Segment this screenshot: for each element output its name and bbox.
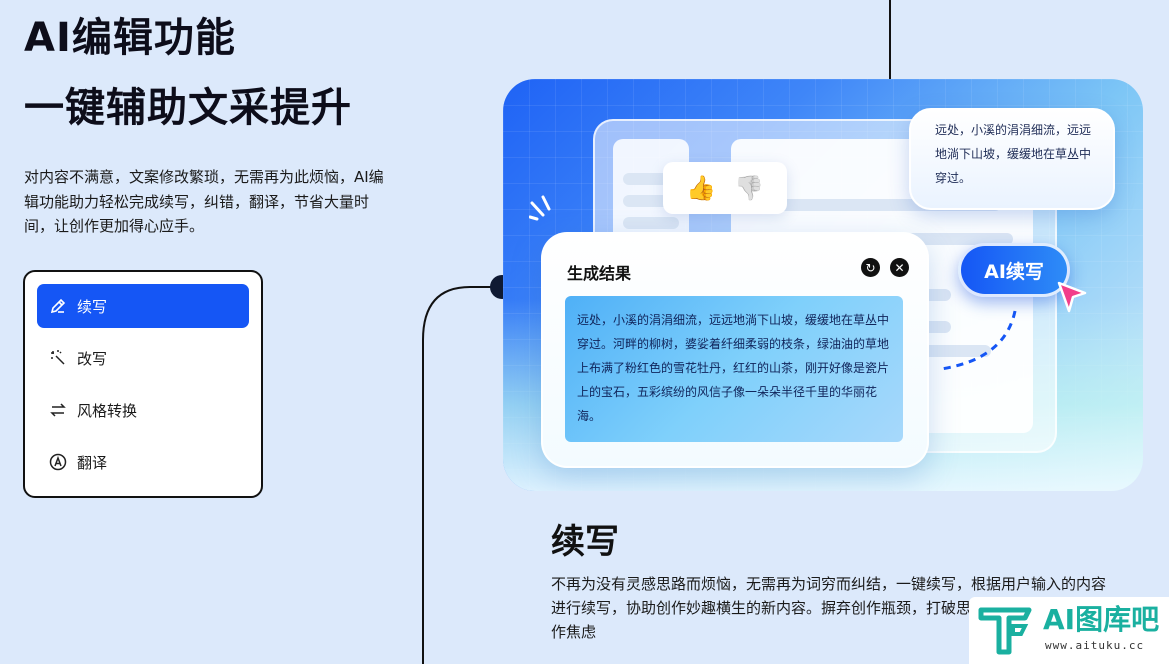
menu-item-label: 翻译 (77, 453, 108, 472)
watermark: AI图库吧 www.aituku.cc (969, 597, 1169, 664)
preview-panel: 👍 👎 远处，小溪的涓涓细流，远远地淌下山坡，缓缓地在草丛中穿过。 AI续写 生… (503, 79, 1143, 491)
result-card: 生成结果 ↻ ✕ 远处，小溪的涓涓细流，远远地淌下山坡，缓缓地在草丛中穿过。河畔… (541, 232, 929, 468)
result-title: 生成结果 (567, 264, 632, 283)
menu-item-label: 改写 (77, 349, 108, 368)
close-icon[interactable]: ✕ (890, 258, 909, 277)
pen-icon (49, 297, 67, 315)
section-title: 续写 (551, 522, 619, 562)
section-description: 不再为没有灵感思路而烦恼，无需再为词穷而纠结，一键续写，根据用户输入的内容进行续… (551, 575, 1107, 641)
watermark-text: AI图库吧 (1043, 603, 1160, 636)
page-title-line1: AI编辑功能 (24, 15, 236, 61)
refresh-icon[interactable]: ↻ (861, 258, 880, 277)
ai-continue-button[interactable]: AI续写 (958, 243, 1070, 297)
connector-line (422, 275, 514, 664)
result-text: 远处，小溪的涓涓细流，远远地淌下山坡，缓缓地在草丛中穿过。河畔的柳树，婆娑着纤细… (565, 296, 903, 442)
menu-item-label: 续写 (77, 297, 108, 316)
page-title-line2: 一键辅助文采提升 (24, 85, 352, 131)
cursor-icon (1057, 281, 1087, 313)
menu-item-rewrite[interactable]: 改写 (37, 336, 249, 380)
connector-line-top (889, 0, 891, 80)
dashed-curve (940, 310, 1017, 371)
sparkle-icon (529, 195, 551, 221)
menu-item-style-transfer[interactable]: 风格转换 (37, 388, 249, 432)
source-text-bubble: 远处，小溪的涓涓细流，远远地淌下山坡，缓缓地在草丛中穿过。 (909, 108, 1115, 210)
menu-item-label: 风格转换 (77, 401, 138, 420)
menu-item-continue-writing[interactable]: 续写 (37, 284, 249, 328)
page-description: 对内容不满意，文案修改繁琐，无需再为此烦恼，AI编辑功能助力轻松完成续写，纠错，… (24, 168, 384, 235)
swap-arrows-icon (49, 401, 67, 419)
feature-menu: 续写 改写 风格转换 翻译 (23, 270, 263, 498)
feedback-box: 👍 👎 (663, 162, 787, 214)
translate-icon (49, 453, 67, 471)
menu-item-translate[interactable]: 翻译 (37, 440, 249, 484)
thumbs-down-icon[interactable]: 👎 (734, 174, 764, 202)
thumbs-up-icon[interactable]: 👍 (686, 174, 716, 202)
watermark-url: www.aituku.cc (1045, 639, 1145, 652)
watermark-logo (978, 607, 1032, 655)
magic-wand-icon (49, 349, 67, 367)
